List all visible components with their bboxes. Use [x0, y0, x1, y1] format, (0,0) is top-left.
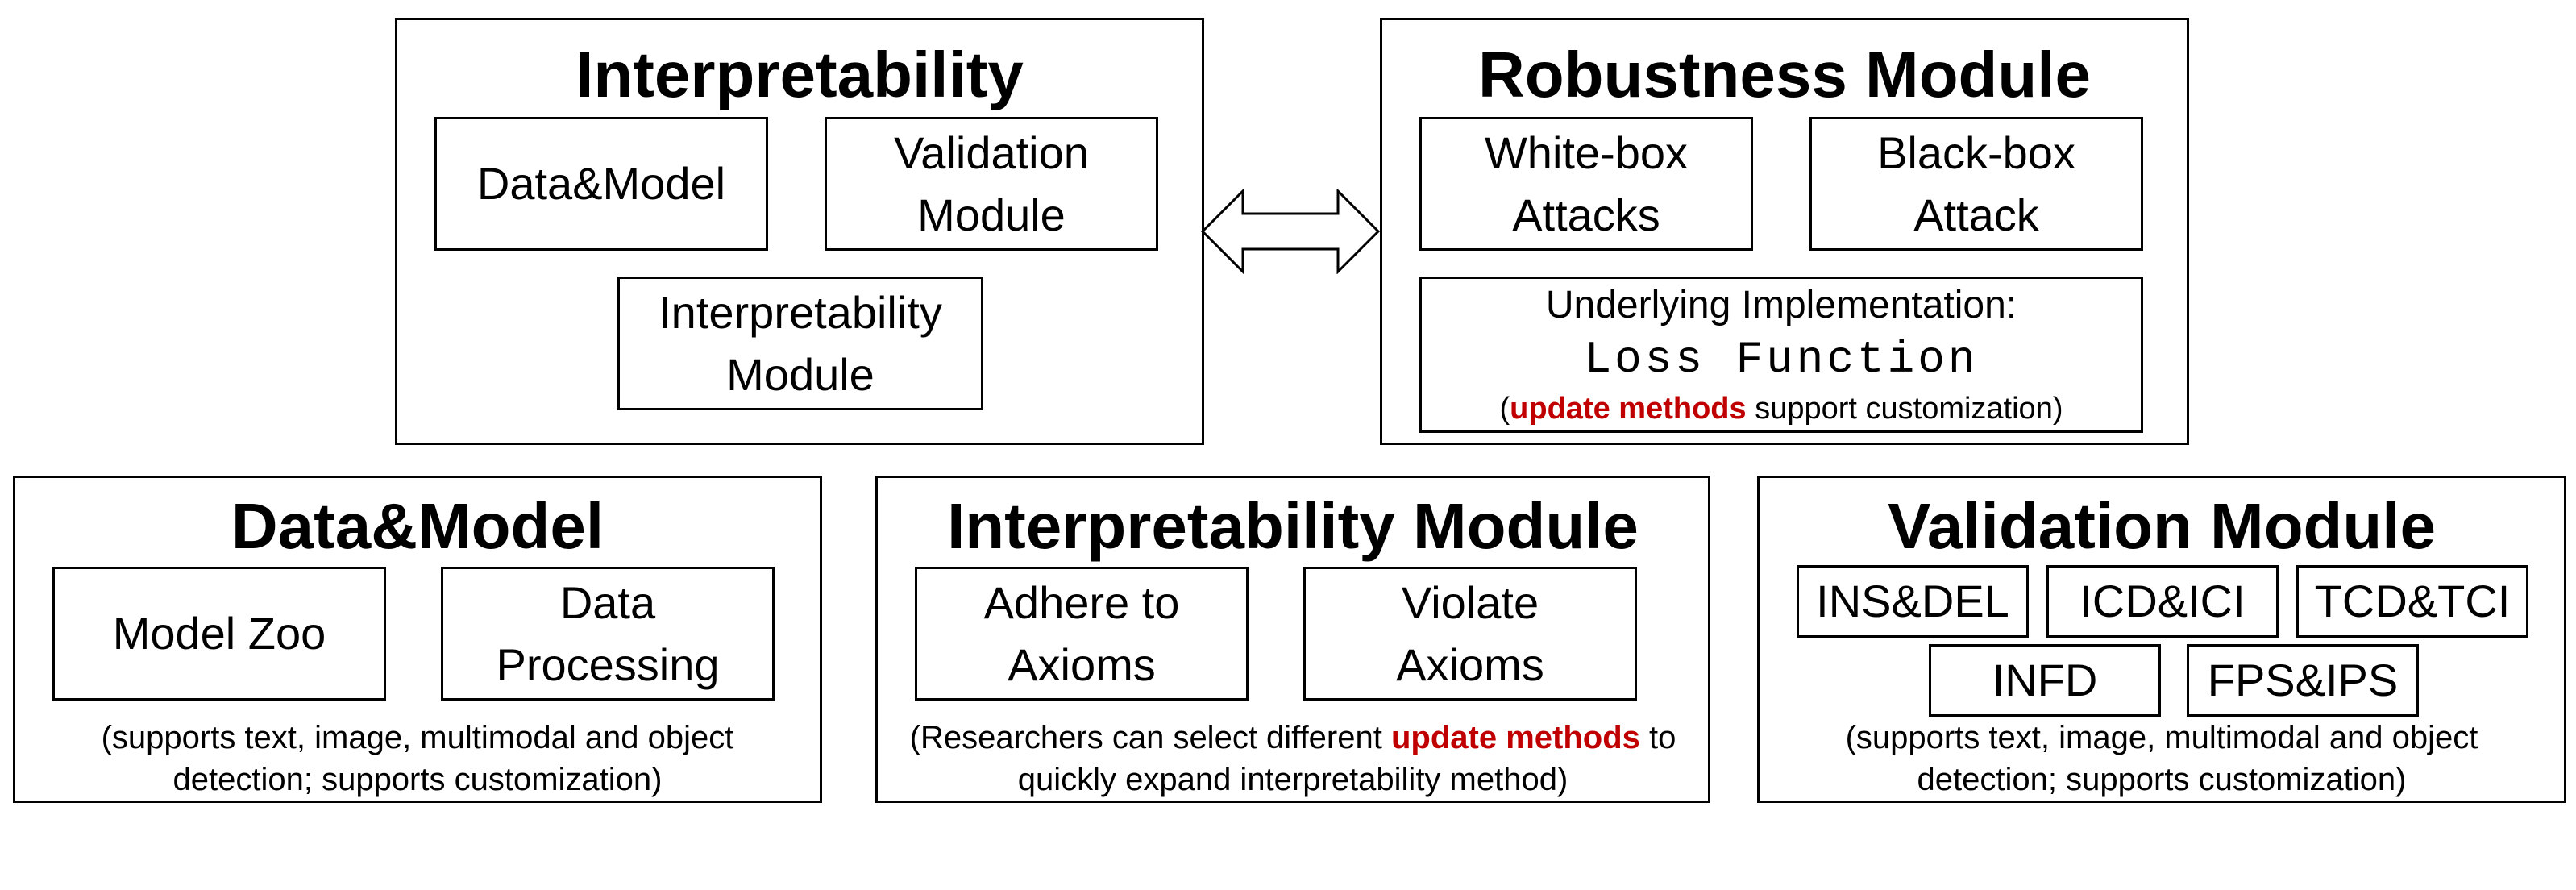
whitebox-attacks-box: White-box Attacks — [1419, 117, 1753, 251]
interp-note-prefix: (Researchers can select different — [909, 720, 1391, 755]
whitebox-line2: Attacks — [1512, 189, 1660, 240]
interp-note-suffix: to — [1639, 720, 1676, 755]
metric-infd-box: INFD — [1929, 644, 2161, 717]
validation-module-panel: Validation Module INS&DEL ICD&ICI TCD&TC… — [1757, 476, 2566, 803]
validation-box-line1: Validation — [894, 127, 1089, 178]
adhere-line2: Axioms — [1008, 639, 1156, 690]
interpretability-module-note: (Researchers can select different update… — [878, 717, 1708, 801]
impl-code: Loss Function — [1584, 334, 1979, 386]
double-arrow-shape — [1201, 189, 1380, 274]
metric-icd-ici-box: ICD&ICI — [2046, 565, 2279, 638]
data-model-note-line1: (supports text, image, multimodal and ob… — [101, 720, 734, 755]
impl-note-open: ( — [1499, 391, 1510, 426]
interpretability-panel: Interpretability Data&Model Validation M… — [395, 18, 1204, 445]
validation-note-line2: detection; supports customization) — [1917, 762, 2407, 797]
data-model-title: Data&Model — [231, 490, 605, 562]
interpretability-title: Interpretability — [575, 39, 1024, 110]
interp-module-box-line2: Module — [726, 349, 875, 400]
validation-module-box: Validation Module — [825, 117, 1158, 251]
metric-ins-del-box: INS&DEL — [1797, 565, 2029, 638]
underlying-implementation-box: Underlying Implementation: Loss Function… — [1419, 277, 2143, 433]
blackbox-attack-box: Black-box Attack — [1809, 117, 2143, 251]
data-model-note-line2: detection; supports customization) — [172, 762, 663, 797]
validation-module-title: Validation Module — [1887, 490, 2437, 562]
data-model-note: (supports text, image, multimodal and ob… — [15, 717, 820, 801]
data-model-panel: Data&Model Model Zoo Data Processing (su… — [13, 476, 822, 803]
data-processing-line2: Processing — [496, 639, 720, 690]
violate-line1: Violate — [1401, 576, 1539, 628]
impl-note-rest: support customization) — [1746, 391, 2063, 426]
adhere-axioms-box: Adhere to Axioms — [915, 567, 1249, 701]
violate-line2: Axioms — [1396, 639, 1544, 690]
interp-module-box-line1: Interpretability — [659, 286, 942, 338]
impl-note-highlight: update methods — [1510, 391, 1747, 426]
metric-infd: INFD — [1992, 655, 2098, 706]
interpretability-module-title: Interpretability Module — [947, 490, 1639, 562]
double-arrow-icon — [1201, 189, 1380, 274]
metric-fps-ips: FPS&IPS — [2207, 655, 2399, 706]
data-processing-box: Data Processing — [441, 567, 775, 701]
blackbox-line1: Black-box — [1877, 127, 2075, 178]
impl-note: (update methods support customization) — [1500, 389, 2063, 429]
interpretability-module-box: Interpretability Module — [617, 277, 983, 410]
blackbox-line2: Attack — [1913, 189, 2039, 240]
interp-note-line1: (Researchers can select different update… — [878, 717, 1708, 759]
whitebox-line1: White-box — [1484, 127, 1689, 178]
interp-note-highlight: update methods — [1390, 720, 1640, 755]
robustness-panel: Robustness Module White-box Attacks Blac… — [1380, 18, 2189, 445]
model-zoo-label: Model Zoo — [112, 608, 326, 659]
data-model-box: Data&Model — [434, 117, 768, 251]
interp-note-line2: quickly expand interpretability method) — [1017, 762, 1568, 797]
adhere-line1: Adhere to — [983, 576, 1180, 628]
validation-box-line2: Module — [917, 189, 1066, 240]
metric-tcd-tci-box: TCD&TCI — [2296, 565, 2528, 638]
violate-axioms-box: Violate Axioms — [1303, 567, 1637, 701]
metric-icd-ici: ICD&ICI — [2079, 576, 2246, 627]
validation-note-line1: (supports text, image, multimodal and ob… — [1845, 720, 2478, 755]
interpretability-module-panel: Interpretability Module Adhere to Axioms… — [875, 476, 1710, 803]
impl-label: Underlying Implementation: — [1545, 283, 2017, 326]
robustness-title: Robustness Module — [1477, 39, 2092, 110]
model-zoo-box: Model Zoo — [52, 567, 386, 701]
metric-fps-ips-box: FPS&IPS — [2187, 644, 2419, 717]
validation-note: (supports text, image, multimodal and ob… — [1760, 717, 2564, 801]
data-model-box-label: Data&Model — [476, 158, 726, 210]
data-processing-line1: Data — [559, 576, 656, 628]
metric-ins-del: INS&DEL — [1816, 576, 2009, 627]
metric-tcd-tci: TCD&TCI — [2314, 576, 2511, 627]
